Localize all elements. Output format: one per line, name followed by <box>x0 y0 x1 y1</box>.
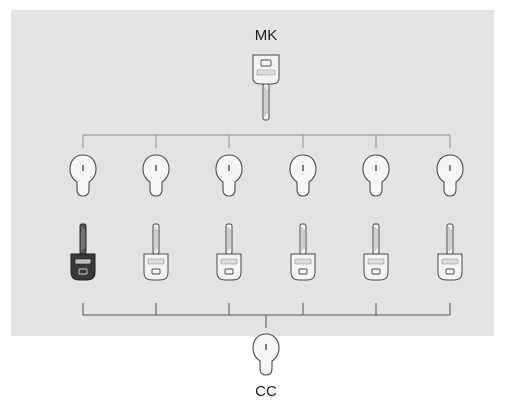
cylinder-icon <box>362 154 390 197</box>
cylinder-row <box>69 154 464 197</box>
master-key-label: MK <box>255 27 278 44</box>
central-cylinder-icon <box>252 333 280 376</box>
central-cylinder-label: CC <box>255 383 277 400</box>
master-key-icon <box>252 54 280 121</box>
key-icon <box>437 223 463 281</box>
key-icon-dark <box>70 223 96 281</box>
key-icon <box>216 223 242 281</box>
key-icon <box>290 223 316 281</box>
master-key-connector-lines <box>82 134 451 148</box>
key-icon <box>363 223 389 281</box>
cylinder-icon <box>289 154 317 197</box>
cylinder-icon <box>436 154 464 197</box>
key-icon <box>143 223 169 281</box>
cylinder-icon <box>142 154 170 197</box>
key-row <box>70 223 463 281</box>
central-cylinder-connector-lines <box>82 303 451 328</box>
cylinder-icon <box>215 154 243 197</box>
cylinder-icon <box>69 154 97 197</box>
